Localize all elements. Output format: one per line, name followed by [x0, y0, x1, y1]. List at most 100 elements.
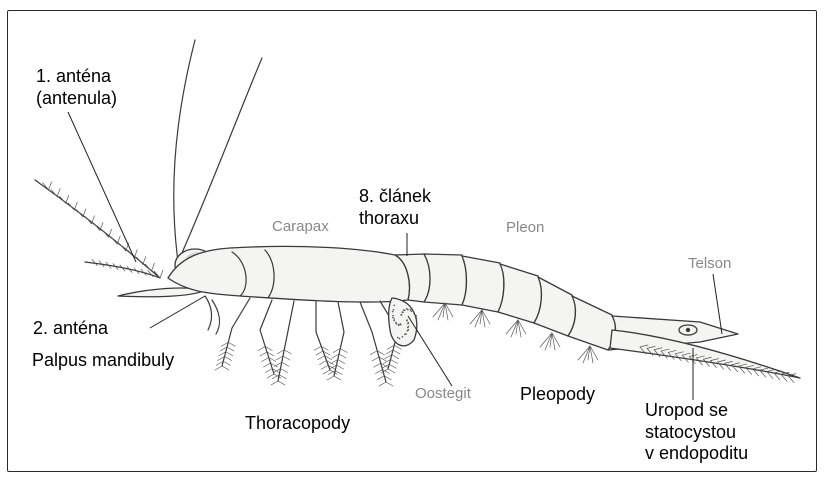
- antennule-setae: [43, 182, 163, 278]
- thoracopod-seta: [327, 376, 334, 380]
- thoracopod-seta: [223, 361, 230, 365]
- antennule-seta: [83, 209, 86, 217]
- thoracopod-seta: [388, 369, 395, 373]
- statocyst-dot: [686, 328, 690, 332]
- antennule-seta: [137, 257, 143, 264]
- stipple-dot: [407, 330, 409, 332]
- label-pleopody: Pleopody: [520, 384, 595, 406]
- thoracopod-seta: [281, 369, 288, 373]
- thoracopod-seta: [258, 347, 265, 351]
- label-thoracopody: Thoracopody: [245, 413, 350, 435]
- antennule-seta: [60, 196, 66, 203]
- thoracopod-seta: [227, 347, 234, 351]
- antennule-seta: [74, 202, 77, 210]
- antennule-seta: [143, 256, 146, 264]
- thoracopod-seta: [323, 370, 330, 374]
- label-carapax: Carapax: [272, 218, 329, 236]
- thoracopod-seta: [377, 376, 384, 380]
- antennule-seta: [151, 263, 154, 271]
- stipple-dot: [399, 338, 401, 340]
- label-antenna-2: 2. anténa: [33, 318, 108, 340]
- stipple-dot: [413, 312, 415, 314]
- stipple-dot: [401, 314, 403, 316]
- mandibular-palp: [205, 296, 212, 330]
- thoracopod-seta: [386, 382, 393, 386]
- carapace: [168, 246, 409, 302]
- thoracopod-seta: [279, 375, 286, 379]
- thoracopod: [334, 302, 344, 376]
- thoracopod-seta: [314, 346, 321, 350]
- thoracopod-seta: [370, 351, 377, 355]
- thoracopod-seta: [320, 361, 327, 365]
- stipple-dot: [410, 309, 412, 311]
- antennule-seta: [160, 270, 163, 278]
- antennule-seta: [66, 195, 69, 203]
- antennule-seta: [57, 189, 60, 197]
- antennule-seta: [111, 237, 117, 244]
- stipple-dot: [411, 310, 413, 312]
- thoracopod-seta: [393, 350, 400, 354]
- thoracopod-seta: [340, 349, 347, 353]
- thoracopod-seta: [338, 360, 345, 364]
- stipple-dot: [392, 317, 394, 319]
- stipple-dot: [392, 311, 394, 313]
- antennule-seta: [103, 230, 109, 237]
- thoracopod: [278, 301, 294, 381]
- oostegite: [389, 298, 417, 346]
- stipple-dot: [393, 320, 395, 322]
- label-antennule: 1. anténa (antenula): [36, 66, 117, 109]
- label-uropod: Uropod se statocystou v endopoditu: [645, 400, 748, 465]
- thoracopod-seta: [372, 357, 379, 361]
- stipple-dot: [394, 305, 396, 307]
- label-mandibular-palp: Palpus mandibuly: [32, 350, 174, 372]
- thoracopod-seta: [374, 363, 381, 367]
- thoracopod-seta: [265, 369, 272, 373]
- thoracopod-seta: [283, 356, 290, 360]
- thoracopod-seta: [392, 355, 399, 359]
- stipple-dot: [393, 309, 395, 311]
- pleon-segments: [424, 254, 615, 350]
- thoracopod-seta: [260, 352, 267, 356]
- thoracopod-seta: [389, 364, 396, 368]
- stipple-dot: [404, 334, 406, 336]
- stipple-dot: [393, 318, 395, 320]
- stipple-dot: [392, 315, 394, 317]
- thoracopod: [222, 298, 250, 366]
- antennule-seta: [68, 203, 74, 210]
- stipple-dot: [398, 324, 400, 326]
- thoracopod-seta: [334, 376, 341, 380]
- thoracopod-seta: [222, 366, 229, 370]
- thoracopod-seta: [225, 357, 232, 361]
- thoracopod: [260, 300, 274, 374]
- antennule-seta: [120, 244, 126, 251]
- stipple-dot: [407, 327, 409, 329]
- antennule-seta: [94, 224, 100, 231]
- thoracopods: [215, 298, 401, 386]
- stipple-dot: [404, 309, 406, 311]
- label-telson: Telson: [688, 255, 731, 273]
- thoracopod-seta: [379, 382, 386, 386]
- stipple-dot: [402, 336, 404, 338]
- stipple-dot: [407, 323, 409, 325]
- thoracopod-seta: [321, 365, 328, 369]
- thoracopod-seta: [271, 381, 278, 385]
- stipple-dot: [416, 318, 418, 320]
- stipple-dot: [397, 337, 399, 339]
- thoracopod-seta: [226, 352, 233, 356]
- thoracopod-seta: [391, 360, 398, 364]
- stipple-dot: [412, 310, 414, 312]
- thoracopod-seta: [339, 354, 346, 358]
- thoracopod-seta: [267, 374, 274, 378]
- thoracopod-seta: [316, 351, 323, 355]
- antennule-seta: [85, 217, 91, 224]
- stipple-dot: [395, 322, 397, 324]
- antennule-seta: [145, 264, 151, 271]
- thoracopod-seta: [215, 366, 222, 370]
- stipple-dot: [400, 323, 402, 325]
- thoracopod-seta: [337, 365, 344, 369]
- antennule-seta: [134, 250, 137, 258]
- stipple-dot: [407, 309, 409, 311]
- stipple-dot: [416, 315, 418, 317]
- thoracopod-seta: [278, 381, 285, 385]
